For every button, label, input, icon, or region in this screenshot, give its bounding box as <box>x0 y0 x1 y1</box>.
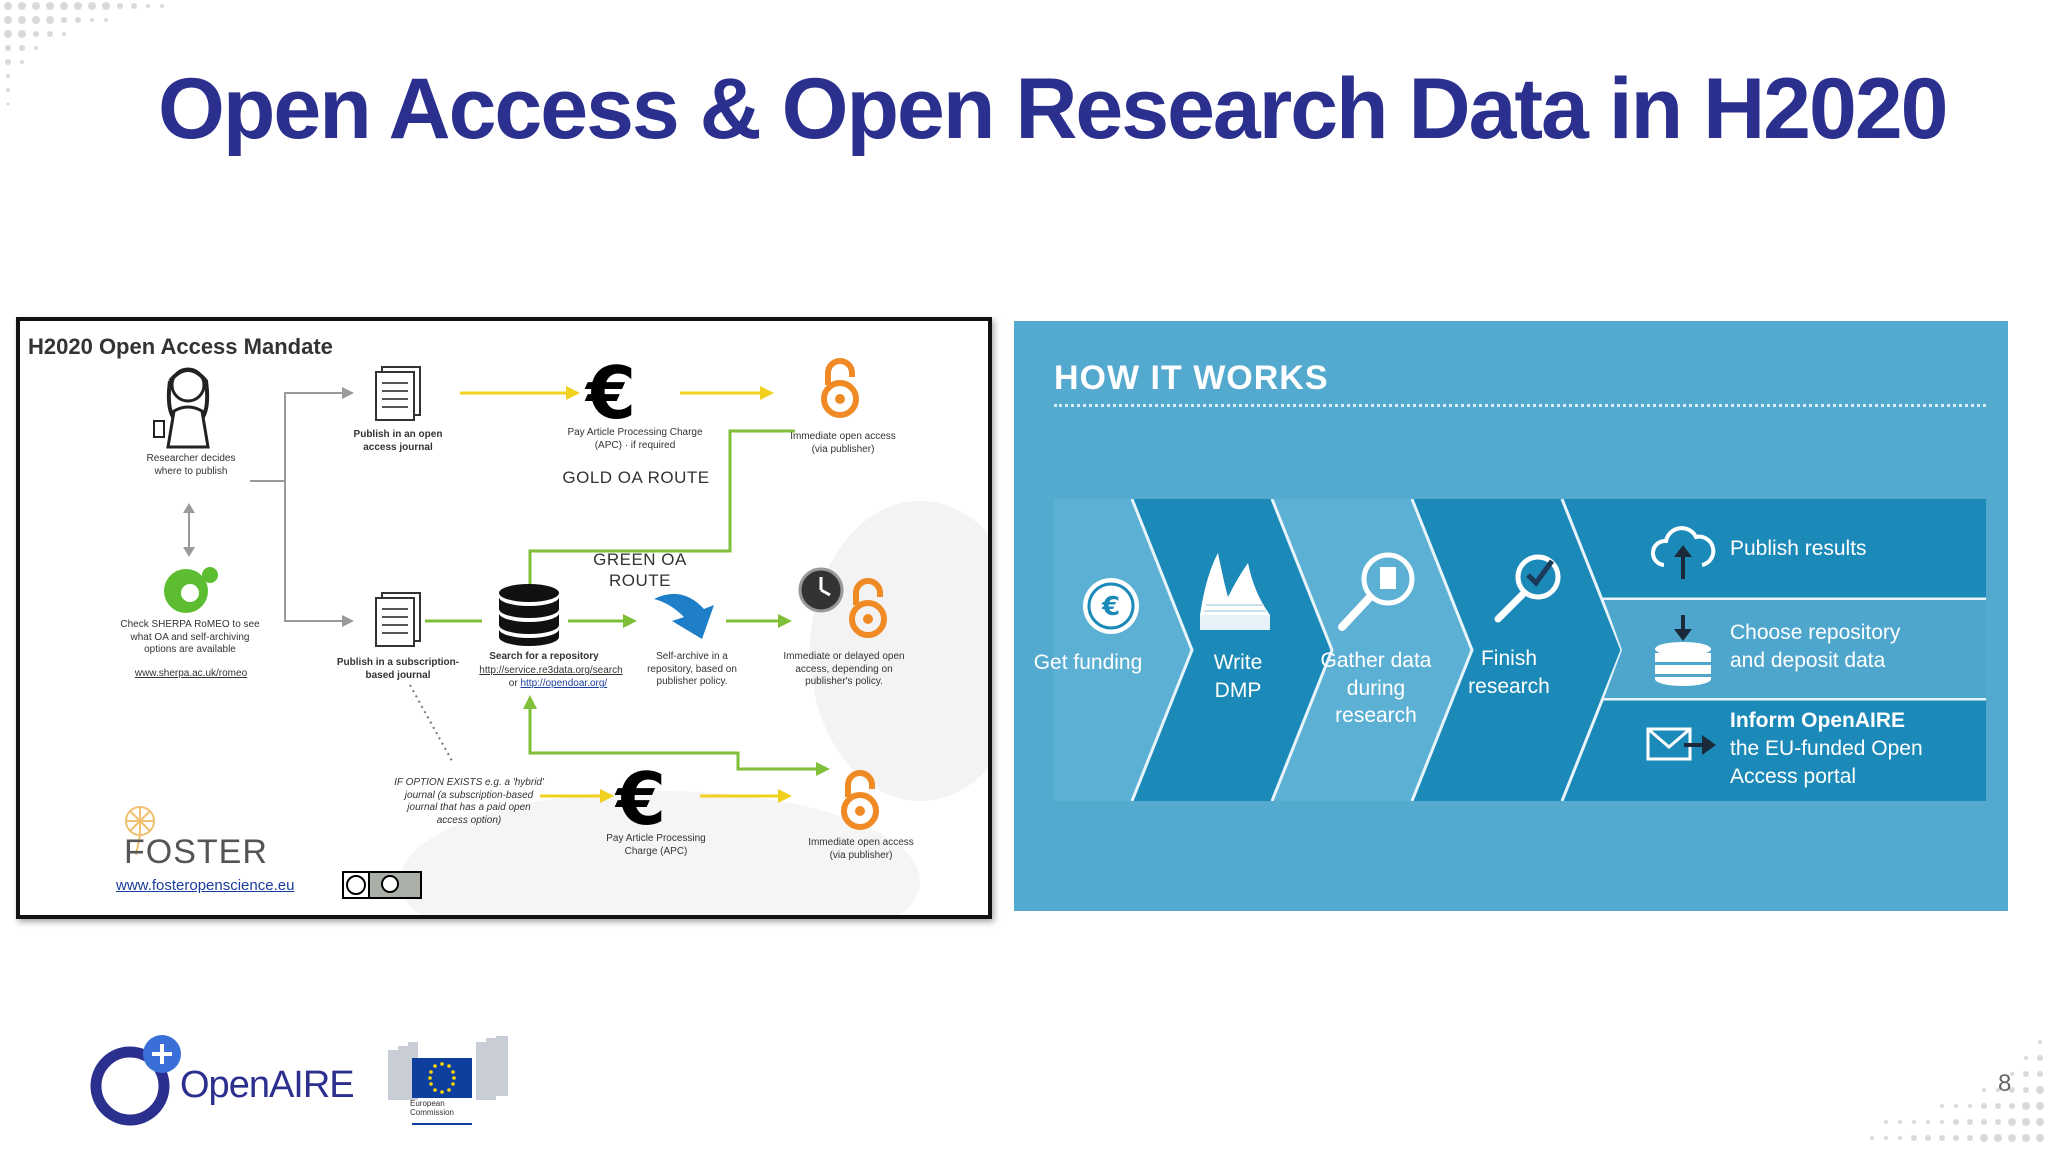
researcher-label: Researcher decides where to publish <box>146 453 236 477</box>
step-finish-research: Finish research <box>1468 647 1550 698</box>
step-gather-data: Gather data during research <box>1320 649 1432 728</box>
researcher-icon <box>153 367 210 449</box>
european-commission-logo <box>388 1036 508 1125</box>
oa-mandate-flow-lines <box>183 386 988 915</box>
document-icon <box>375 366 421 421</box>
foster-url-link[interactable]: www.fosteropenscience.eu <box>116 877 295 894</box>
euro-circle-icon: € <box>1083 578 1139 634</box>
sherpa-icon <box>164 567 218 613</box>
corner-dots-decoration-bottom <box>1870 1040 2044 1142</box>
open-access-icon <box>841 770 879 830</box>
step-write-dmp: Write DMP <box>1213 651 1263 702</box>
how-it-works-title: HOW IT WORKS <box>1054 359 1329 397</box>
openaire-logo-text: OpenAIRE <box>180 1064 355 1106</box>
repo-or-label: or <box>508 678 518 689</box>
foster-dandelion-icon <box>125 806 155 855</box>
clock-icon <box>798 567 844 613</box>
step-get-funding: Get funding <box>1033 651 1143 674</box>
european-commission-label: European Commission <box>410 1099 455 1117</box>
download-arrow-icon <box>654 593 714 639</box>
envelope-arrow-icon <box>1646 727 1716 761</box>
repo-links-2-row: or http://opendoar.org/ <box>480 678 636 691</box>
document-icon <box>375 592 421 647</box>
dotted-divider <box>1054 404 1986 407</box>
foster-logo-text: FOSTER <box>124 833 268 871</box>
magnifier-icon <box>1338 552 1415 631</box>
diagram-title: H2020 Open Access Mandate <box>28 334 333 359</box>
page-number: 8 <box>1998 1070 2012 1097</box>
cc-license-icon <box>342 871 422 899</box>
open-access-icon <box>821 358 859 418</box>
hybrid-option-label: IF OPTION EXISTS e.g. a 'hybrid' journal… <box>394 777 544 826</box>
pay-apc-gold-label: Pay Article Processing Charge (APC) · if… <box>567 427 703 451</box>
outcome-inform-openaire: Inform OpenAIRE <box>1730 709 1906 732</box>
immediate-oa-gold-label: Immediate open access (via publisher) <box>790 431 896 455</box>
euro-icon: € <box>616 757 667 841</box>
cloud-upload-icon <box>1651 526 1716 579</box>
slide-title: Open Access & Open Research Data in H202… <box>158 61 1948 157</box>
how-it-works-panel: HOW IT WORKS € <box>1014 321 2008 911</box>
gold-route-label: GOLD OA ROUTE <box>562 468 710 487</box>
process-chevrons <box>1054 499 1986 801</box>
database-icon <box>499 584 559 646</box>
outcome-choose-repository: Choose repository and deposit data <box>1730 621 1901 673</box>
openaire-logo-icon <box>90 1035 181 1126</box>
search-repository-label: Search for a repository <box>489 651 599 662</box>
immediate-or-delayed-label: Immediate or delayed open access, depend… <box>783 651 905 687</box>
open-access-icon <box>849 578 887 638</box>
oa-mandate-diagram: H2020 Open Access Mandate Researcher dec… <box>16 317 992 919</box>
green-route-label: GREEN OA ROUTE <box>593 550 687 591</box>
corner-dots-decoration <box>4 2 164 106</box>
repo-link-2[interactable]: http://opendoar.org/ <box>520 678 608 689</box>
sherpa-link[interactable]: www.sherpa.ac.uk/romeo <box>134 668 248 679</box>
checkmark-magnifier-icon <box>1494 554 1561 623</box>
sherpa-label: Check SHERPA RoMEO to see what OA and se… <box>120 619 260 655</box>
database-deposit-icon <box>1655 615 1711 686</box>
repo-link-1[interactable]: http://service.re3data.org/search <box>479 665 623 676</box>
immediate-oa-hybrid-label: Immediate open access (via publisher) <box>808 837 914 861</box>
publish-subscription-label: Publish in a subscription-based journal <box>336 657 460 681</box>
outcome-eu-portal: the EU-funded Open Access portal <box>1730 737 1923 789</box>
svg-text:€: € <box>1101 592 1120 622</box>
publish-oa-label: Publish in an open access journal <box>353 429 443 453</box>
pay-apc-hybrid-label: Pay Article Processing Charge (APC) <box>606 833 706 857</box>
outcome-publish-results: Publish results <box>1730 537 1867 560</box>
self-archive-label: Self-archive in a repository, based on p… <box>647 651 737 687</box>
dmp-paper-icon <box>1200 553 1270 630</box>
euro-icon: € <box>586 351 637 435</box>
